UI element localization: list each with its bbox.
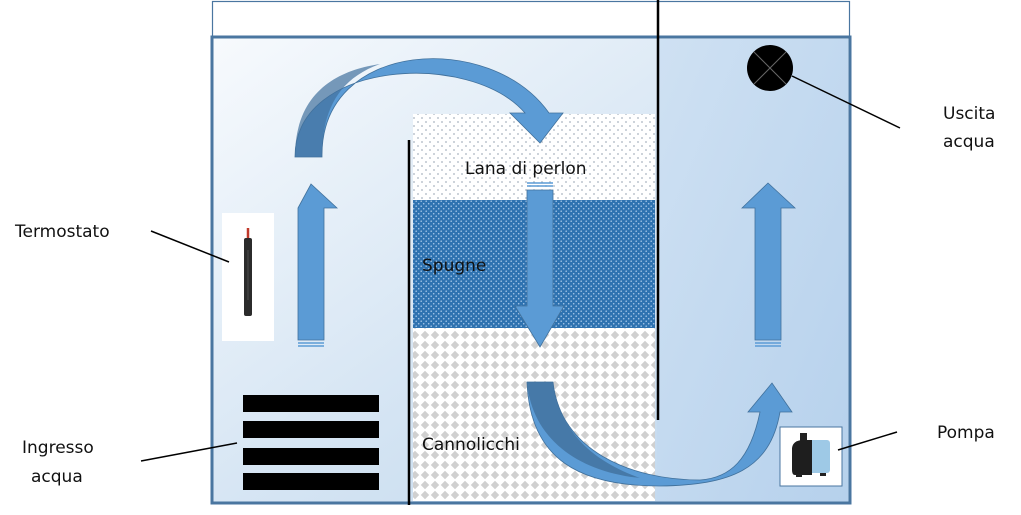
- label-thermostat: Termostato: [14, 222, 110, 242]
- label-ceramic-rings: Cannolicchi: [422, 435, 520, 455]
- pump-icon: [779, 426, 843, 487]
- water-inlet-grate-icon: [243, 395, 379, 490]
- thermostat-heater-icon: [222, 213, 274, 341]
- arrow-down-media: [514, 182, 565, 348]
- label-pump: Pompa: [937, 423, 995, 443]
- label-water-out-2: acqua: [943, 132, 995, 152]
- arrow-up-right: [741, 182, 797, 347]
- label-water-in-1: Ingresso: [22, 438, 94, 458]
- arrow-curve-bottom: [526, 381, 793, 487]
- tank-lid: [211, 0, 851, 39]
- pump-leader-line: [837, 431, 898, 451]
- arrow-up-left: [297, 183, 339, 347]
- arrow-curve-top: [294, 58, 564, 158]
- label-perlon: Lana di perlon: [465, 159, 587, 179]
- pump-chamber: [657, 39, 848, 501]
- thermostat-leader-line: [150, 230, 230, 263]
- label-water-out-1: Uscita: [943, 104, 995, 124]
- inlet-leader-line: [140, 442, 238, 462]
- label-sponge: Spugne: [422, 256, 486, 276]
- label-water-in-2: acqua: [31, 467, 83, 487]
- water-outlet-icon: [747, 45, 793, 91]
- outlet-leader-line: [791, 75, 901, 129]
